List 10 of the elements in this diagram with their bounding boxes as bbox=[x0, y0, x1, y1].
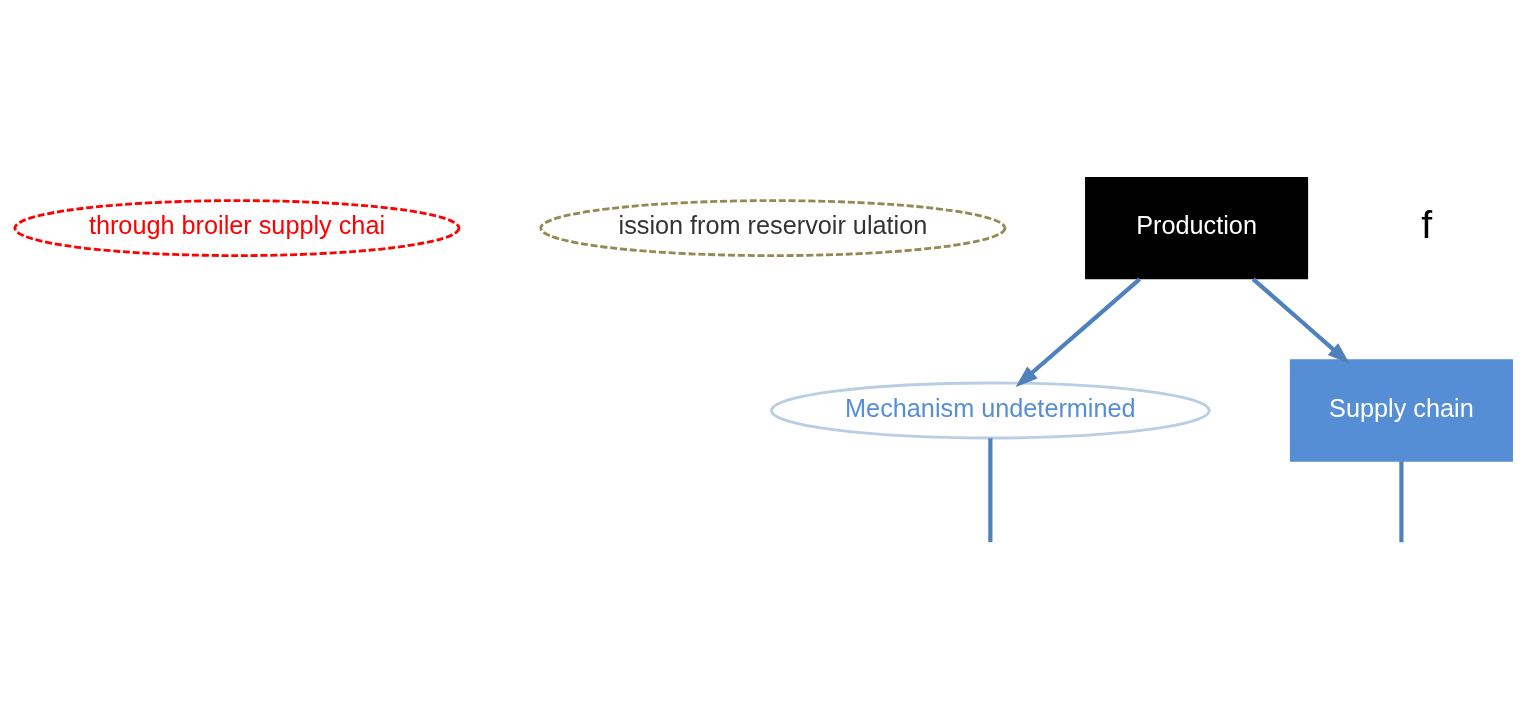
arrow bbox=[1015, 277, 1142, 388]
node-ellipse: Mechanism undetermined bbox=[770, 381, 1211, 440]
label: f bbox=[1421, 201, 1433, 246]
node-ellipse: through broiler supply chai bbox=[13, 199, 461, 258]
arrow bbox=[1251, 277, 1350, 364]
node-ellipse: ission from reservoir ulation bbox=[539, 199, 1007, 258]
node-box: Supply chain bbox=[1289, 359, 1513, 462]
node-box: Production bbox=[1085, 176, 1309, 280]
connector bbox=[1399, 461, 1404, 543]
connector bbox=[988, 438, 993, 543]
